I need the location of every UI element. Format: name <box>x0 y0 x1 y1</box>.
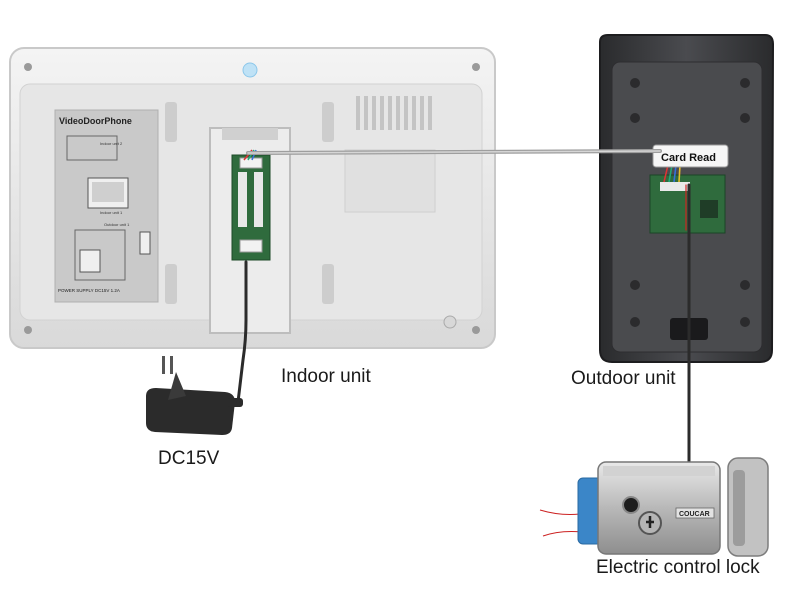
indoor-unit: VideoDoorPhone Indoor unit 2 Indoor unit… <box>9 47 496 349</box>
lock-button-icon <box>622 496 640 514</box>
qc-badge-icon <box>443 315 457 329</box>
screw-icon <box>630 317 640 327</box>
indoor-sticker: VideoDoorPhone Indoor unit 2 Indoor unit… <box>54 109 159 303</box>
screw-icon <box>472 63 480 71</box>
indoor-unit-label: Indoor unit <box>281 366 371 387</box>
lock-brand-label: COUCAR <box>679 511 710 518</box>
screw-icon <box>472 326 480 334</box>
emblem-icon <box>242 62 258 78</box>
sticker-sublabel: Outdoor unit 1 <box>104 222 130 227</box>
power-cable <box>236 260 248 404</box>
card-read-tag: Card Read <box>652 144 729 168</box>
screw-icon <box>740 113 750 123</box>
card-read-label: Card Read <box>661 152 716 164</box>
power-adapter <box>146 356 243 435</box>
screw-icon <box>740 78 750 88</box>
screw-icon <box>24 63 32 71</box>
screw-icon <box>630 113 640 123</box>
sticker-power-line: POWER SUPPLY DC15V 1.2A <box>58 288 120 293</box>
screw-icon <box>24 326 32 334</box>
indoor-pcb <box>231 149 271 261</box>
screw-icon <box>740 280 750 290</box>
electric-lock-label: Electric control lock <box>596 557 760 578</box>
sticker-sublabel: Indoor unit 2 <box>100 141 123 146</box>
vent-grille <box>356 96 432 130</box>
connection-wires <box>236 149 691 472</box>
screw-icon <box>630 78 640 88</box>
sticker-title: VideoDoorPhone <box>59 116 132 126</box>
mounting-hook <box>165 102 334 304</box>
power-supply-label: DC15V <box>158 448 220 469</box>
electric-lock: COUCAR <box>539 457 769 557</box>
screw-icon <box>630 280 640 290</box>
screw-icon <box>740 317 750 327</box>
sticker-sublabel: Indoor unit 1 <box>100 210 123 215</box>
outdoor-unit-label: Outdoor unit <box>571 368 676 389</box>
